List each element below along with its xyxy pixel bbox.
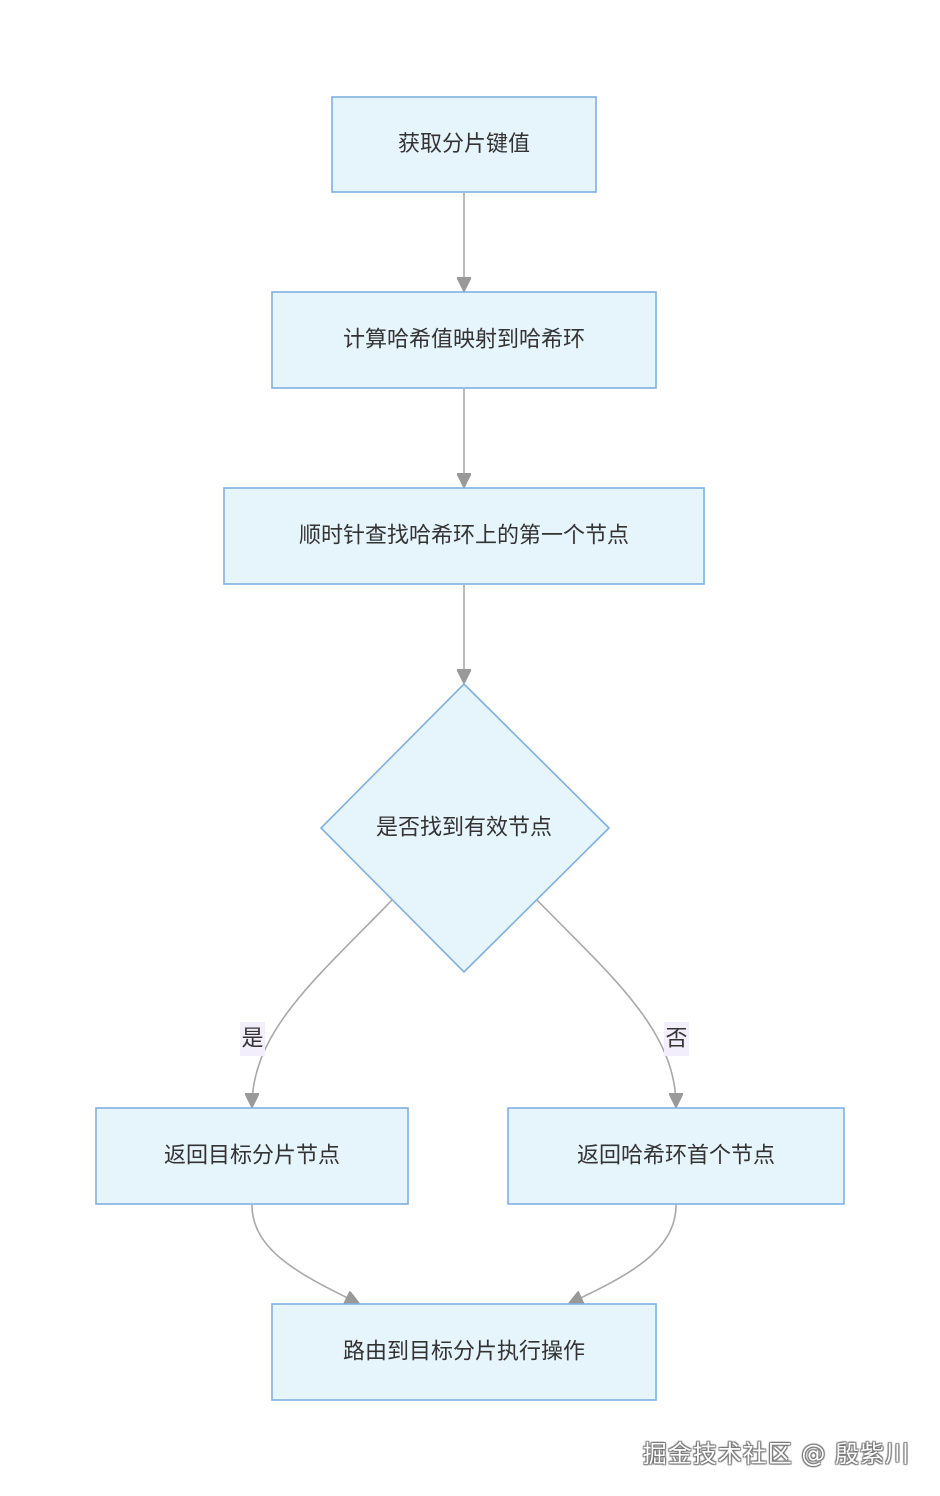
node-decision: 是否找到有效节点: [319, 682, 611, 974]
edge-return-first-to-route: [570, 1204, 677, 1303]
node-return-target-label: 返回目标分片节点: [164, 1144, 340, 1169]
edge-decision-no: [536, 899, 676, 1106]
node-return-target: 返回目标分片节点: [95, 1107, 409, 1205]
edge-label-no-text: 否: [665, 1027, 687, 1052]
edge-return-target-to-route: [251, 1204, 358, 1303]
edge-label-yes: 是: [240, 1022, 265, 1056]
node-hash-map-label: 计算哈希值映射到哈希环: [343, 328, 585, 353]
node-clockwise-find: 顺时针查找哈希环上的第一个节点: [223, 487, 705, 585]
node-route: 路由到目标分片执行操作: [271, 1303, 657, 1401]
edge-label-yes-text: 是: [241, 1027, 263, 1052]
node-decision-label: 是否找到有效节点: [376, 816, 552, 841]
watermark: 掘金技术社区 @ 殷紫川: [642, 1440, 910, 1468]
node-return-first-label: 返回哈希环首个节点: [577, 1144, 775, 1169]
edge-label-no: 否: [664, 1022, 689, 1056]
node-hash-map: 计算哈希值映射到哈希环: [271, 291, 657, 389]
node-get-key: 获取分片键值: [331, 96, 597, 193]
edge-decision-yes: [252, 899, 393, 1106]
node-clockwise-find-label: 顺时针查找哈希环上的第一个节点: [299, 524, 629, 549]
node-get-key-label: 获取分片键值: [398, 132, 530, 157]
node-return-first: 返回哈希环首个节点: [507, 1107, 845, 1205]
node-route-label: 路由到目标分片执行操作: [343, 1340, 585, 1365]
